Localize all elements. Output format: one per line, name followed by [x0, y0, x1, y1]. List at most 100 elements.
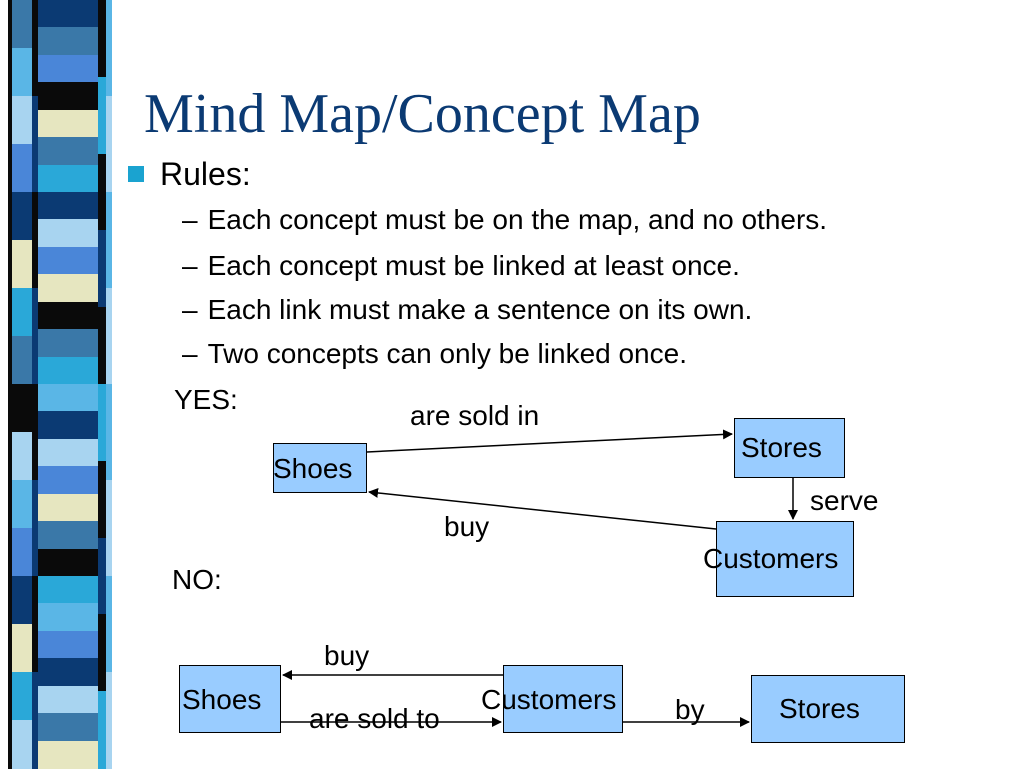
stripe-segment [38, 301, 98, 331]
stripe-segment [106, 96, 112, 193]
rule-item: –Each link must make a sentence on its o… [182, 296, 752, 324]
stripe-segment [98, 691, 106, 769]
rule-item: –Two concepts can only be linked once. [182, 340, 687, 368]
stripe-segment [12, 576, 32, 625]
stripe-segment [98, 76, 106, 155]
dash-glyph: – [182, 250, 198, 281]
stripe-segment [12, 624, 32, 673]
stripe-segment [38, 411, 98, 440]
no-node-stores-label: Stores [779, 693, 860, 724]
stripe-segment [38, 109, 98, 139]
stripe-segment [98, 153, 106, 232]
stripe-segment [12, 720, 32, 769]
stripe-segment [106, 576, 112, 673]
stripe-segment [38, 192, 98, 221]
yes-node-customers-label: Customers [703, 543, 839, 574]
stripe-segment [98, 230, 106, 309]
no-node-shoes-label: Shoes [182, 684, 262, 715]
stripe-segment [12, 48, 32, 97]
stripe-segment [12, 0, 32, 49]
stripe-segment [38, 219, 98, 248]
rules-bullet: Rules: [128, 156, 251, 192]
slide-title: Mind Map/Concept Map [144, 83, 701, 145]
stripe-segment [98, 384, 106, 462]
rule-text: Each link must make a sentence on its ow… [207, 294, 753, 325]
stripe-segment [38, 54, 98, 84]
stripe-segment [12, 144, 32, 193]
stripe-segment [98, 460, 106, 539]
stripe-segment [32, 96, 38, 193]
decorative-stripe [0, 0, 120, 769]
rule-item: –Each concept must be linked at least on… [182, 252, 740, 280]
rule-item: –Each concept must be on the map, and no… [182, 206, 827, 234]
no-node-customers [503, 665, 623, 733]
rule-text: Two concepts can only be linked once. [207, 338, 687, 369]
stripe-segment [12, 528, 32, 577]
stripe-segment [12, 672, 32, 721]
stripe-segment [8, 0, 12, 193]
stripe-segment [38, 384, 98, 413]
yes-label: YES: [174, 384, 238, 415]
stripe-segment [38, 164, 98, 193]
stripe-segment [38, 82, 98, 111]
dash-glyph: – [182, 338, 198, 369]
stripe-segment [32, 576, 38, 673]
yes-node-stores [734, 418, 845, 478]
stripe-segment [38, 493, 98, 523]
square-bullet-icon [128, 166, 144, 182]
stripe-segment [38, 685, 98, 715]
yes-edge-shoes-to-stores [366, 429, 733, 453]
stripe-segment [98, 537, 106, 616]
no-node-customers-label: Customers [481, 684, 617, 715]
no-node-shoes [179, 665, 281, 733]
stripe-segment [38, 0, 98, 29]
stripe-segment [38, 521, 98, 550]
yes-node-customers [716, 521, 854, 597]
rule-text: Each concept must be linked at least onc… [207, 250, 740, 281]
stripe-segment [32, 672, 38, 769]
stripe-segment [38, 246, 98, 276]
stripe-segment [12, 432, 32, 481]
stripe-segment [8, 384, 12, 577]
stripe-segment [106, 288, 112, 385]
stripe-segment [38, 630, 98, 660]
stripe-segment [8, 192, 12, 385]
rules-heading: Rules: [160, 155, 251, 192]
stripe-segment [38, 576, 98, 605]
stripe-segment [32, 192, 38, 289]
no-edge-label-by: by [675, 694, 705, 725]
no-edge-label-are-sold-to: are sold to [309, 703, 440, 734]
yes-edge-customers-to-shoes [368, 487, 717, 530]
stripe-segment [12, 336, 32, 385]
rule-text: Each concept must be on the map, and no … [207, 204, 828, 235]
stripe-segment [38, 27, 98, 56]
yes-edge-label-buy: buy [444, 511, 490, 542]
no-node-stores [751, 675, 905, 743]
stripe-segment [38, 713, 98, 742]
stripe-segment [12, 192, 32, 241]
stripe-segment [12, 480, 32, 529]
stripe-segment [12, 288, 32, 337]
stripe-segment [98, 614, 106, 693]
stripe-segment [12, 96, 32, 145]
yes-node-shoes-label: Shoes [273, 453, 353, 484]
stripe-segment [106, 0, 112, 97]
yes-node-stores-label: Stores [741, 432, 822, 463]
stripe-segment [38, 137, 98, 166]
stripe-segment [12, 240, 32, 289]
stripe-segment [106, 384, 112, 481]
stripe-segment [98, 307, 106, 385]
dash-glyph: – [182, 204, 198, 235]
stripe-segment [106, 192, 112, 289]
no-label: NO: [172, 564, 222, 595]
stripe-segment [32, 384, 38, 481]
stripe-segment [38, 438, 98, 468]
stripe-segment [98, 0, 106, 78]
stripe-segment [32, 480, 38, 577]
yes-edge-label-are-sold-in: are sold in [410, 400, 540, 431]
stripe-segment [38, 466, 98, 495]
yes-edge-label-serve: serve [810, 485, 879, 516]
stripe-segment [38, 548, 98, 577]
yes-node-shoes [273, 443, 367, 493]
dash-glyph: – [182, 294, 198, 325]
